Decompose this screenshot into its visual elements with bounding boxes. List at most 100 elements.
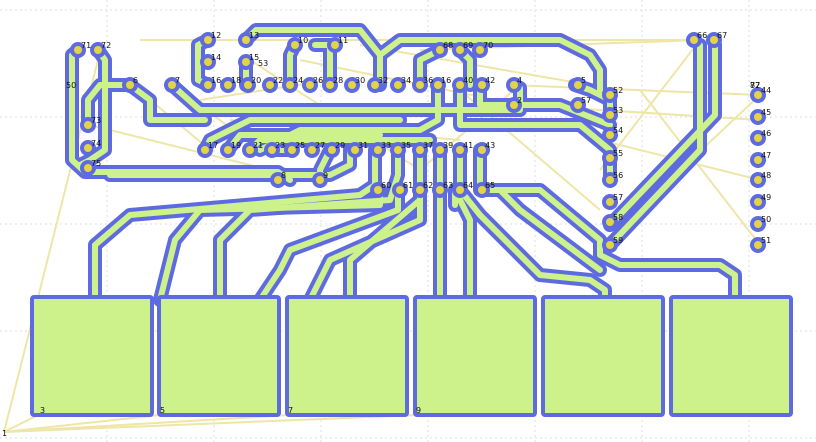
pad-center bbox=[394, 146, 402, 154]
pad-label: 57 bbox=[581, 96, 591, 105]
pad-center bbox=[478, 146, 486, 154]
terminal-pad[interactable] bbox=[30, 295, 154, 417]
copper-trace-core bbox=[607, 42, 718, 228]
copper-trace-core bbox=[607, 42, 703, 248]
pad-label: 28 bbox=[333, 76, 343, 85]
pad-label: 31 bbox=[358, 141, 368, 150]
pad-label: 18 bbox=[231, 76, 241, 85]
pad-center bbox=[396, 186, 404, 194]
pad-center bbox=[754, 198, 762, 206]
pad-label: 43 bbox=[485, 141, 495, 150]
pad-center bbox=[224, 146, 232, 154]
pad-label: 39 bbox=[443, 141, 453, 150]
pad-center bbox=[754, 134, 762, 142]
pad-label: 69 bbox=[463, 41, 473, 50]
pad-center bbox=[574, 81, 582, 89]
pad-label: 23 bbox=[275, 141, 285, 150]
pad-label: 9 bbox=[323, 171, 328, 180]
pad-label: 71 bbox=[81, 41, 91, 50]
pad-label: 36 bbox=[423, 76, 433, 85]
pad-label: 37 bbox=[423, 141, 433, 150]
pad-label: 13 bbox=[249, 31, 259, 40]
pad-label: 48 bbox=[761, 171, 771, 180]
pad-label: 45 bbox=[761, 108, 771, 117]
pad-label: 50 bbox=[761, 215, 771, 224]
copper-pads-large[interactable] bbox=[30, 295, 793, 417]
pad-label: 68 bbox=[443, 41, 453, 50]
copper-trace[interactable] bbox=[453, 183, 612, 307]
pad-label: 32 bbox=[378, 76, 388, 85]
pad-label: 29 bbox=[335, 141, 345, 150]
pad-center bbox=[754, 156, 762, 164]
pad-label: 62 bbox=[423, 181, 433, 190]
pad-center bbox=[754, 220, 762, 228]
copper-trace-core bbox=[347, 147, 423, 303]
pad-label: 27 bbox=[315, 141, 325, 150]
pad-label: 51 bbox=[761, 236, 771, 245]
pad-center bbox=[574, 101, 582, 109]
pad-label: 65 bbox=[485, 181, 495, 190]
pad-label: 24 bbox=[293, 76, 303, 85]
copper-trace-core bbox=[307, 187, 423, 303]
terminal-pad[interactable] bbox=[669, 295, 793, 417]
pad-center bbox=[242, 36, 250, 44]
origin-label: 1 bbox=[2, 429, 7, 438]
pad-label: 8 bbox=[281, 171, 286, 180]
pad-center bbox=[74, 46, 82, 54]
pad-center bbox=[510, 101, 518, 109]
pad-label: 26 bbox=[313, 76, 323, 85]
pad-label: 15 bbox=[249, 53, 259, 62]
terminal-pad[interactable] bbox=[413, 295, 537, 417]
pad-label: 33 bbox=[381, 141, 391, 150]
pad-center bbox=[291, 41, 299, 49]
terminal-pad[interactable] bbox=[157, 295, 281, 417]
pad-label: 66 bbox=[697, 31, 707, 40]
copper-trace-core bbox=[377, 37, 603, 93]
pad-label: 72 bbox=[101, 41, 111, 50]
pad-label: 25 bbox=[295, 141, 305, 150]
pad-center bbox=[434, 81, 442, 89]
pad-center bbox=[456, 46, 464, 54]
pad-center bbox=[416, 81, 424, 89]
pad-label: 3 bbox=[40, 406, 45, 415]
pad-center bbox=[754, 91, 762, 99]
pad-label: 54 bbox=[613, 126, 623, 135]
pad-label: 60 bbox=[381, 181, 391, 190]
pad-center bbox=[606, 241, 614, 249]
pad-center bbox=[416, 146, 424, 154]
pad-center bbox=[606, 176, 614, 184]
pad-label: 63 bbox=[443, 181, 453, 190]
pad-center bbox=[436, 46, 444, 54]
pad-label: 2 bbox=[517, 96, 522, 105]
pad-label: 41 bbox=[463, 141, 473, 150]
pad-label: 77 bbox=[750, 81, 760, 90]
ratsnest-line bbox=[3, 414, 161, 433]
pad-label: 17 bbox=[208, 141, 218, 150]
pad-label: 34 bbox=[401, 76, 411, 85]
pad-center bbox=[288, 146, 296, 154]
pad-label: 64 bbox=[463, 181, 473, 190]
pad-label: 30 bbox=[355, 76, 365, 85]
pad-label: 20 bbox=[251, 76, 261, 85]
copper-trace-core bbox=[257, 187, 401, 303]
terminal-pad[interactable] bbox=[285, 295, 409, 417]
pad-label: 22 bbox=[273, 76, 283, 85]
pad-center bbox=[286, 81, 294, 89]
pad-label: 67 bbox=[717, 31, 727, 40]
pad-center bbox=[316, 176, 324, 184]
pad-center bbox=[244, 81, 252, 89]
component-pads[interactable] bbox=[70, 32, 766, 253]
pad-label: 19 bbox=[231, 141, 241, 150]
pad-center bbox=[201, 146, 209, 154]
pad-label: 55 bbox=[613, 149, 623, 158]
pad-center bbox=[306, 81, 314, 89]
pad-center bbox=[168, 81, 176, 89]
pad-center bbox=[606, 218, 614, 226]
terminal-pad[interactable] bbox=[541, 295, 665, 417]
pad-center bbox=[374, 186, 382, 194]
pad-label: 75 bbox=[91, 159, 101, 168]
pad-center bbox=[456, 81, 464, 89]
pad-label: 16 bbox=[211, 76, 221, 85]
